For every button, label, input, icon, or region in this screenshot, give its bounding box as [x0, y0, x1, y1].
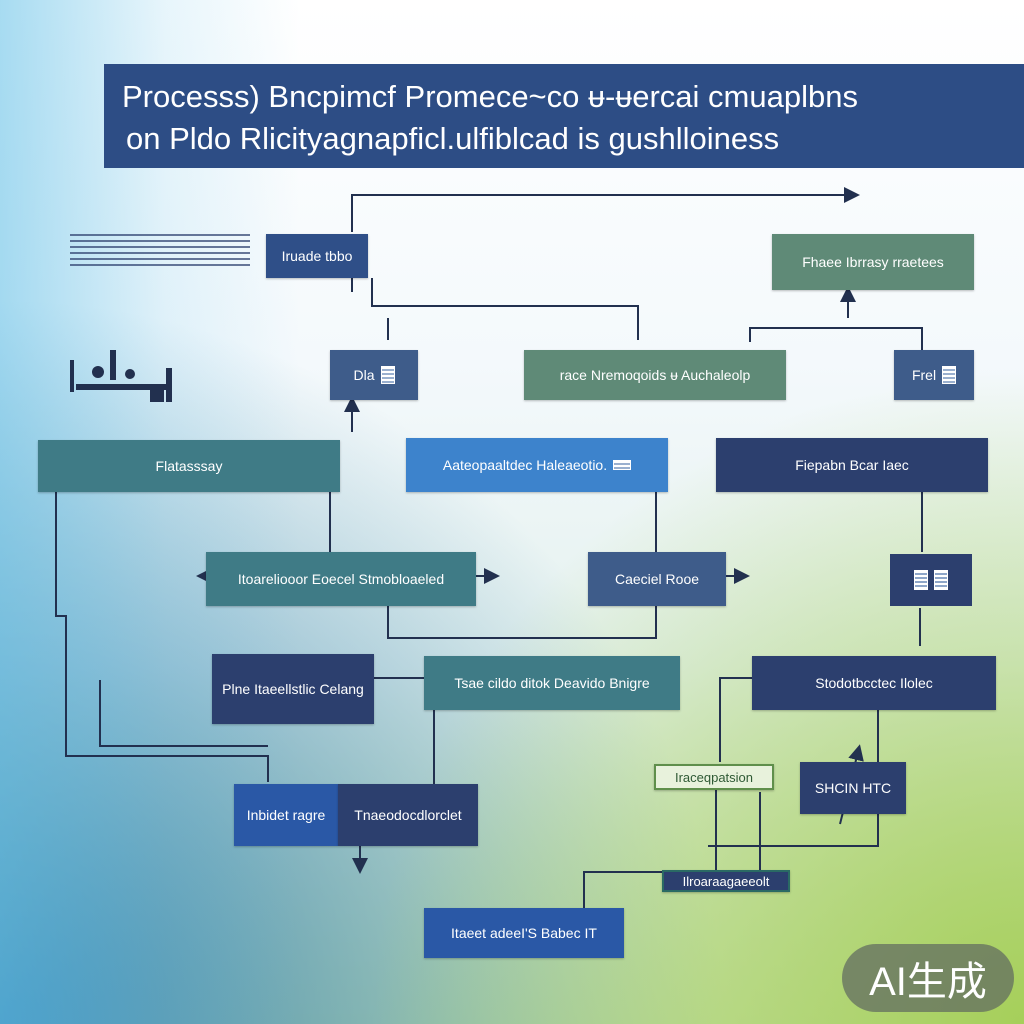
node-n1: Iruade tbbo	[266, 234, 368, 278]
node-n16: Inbidet ragre	[234, 784, 338, 846]
node-n17-label: Tnaeodocdlorclet	[354, 807, 462, 823]
connector-left-rail-2	[99, 680, 268, 747]
ai-generated-badge: AI生成	[842, 944, 1014, 1012]
node-n14-label: Iraceqpatsion	[674, 769, 754, 785]
node-n12: Tsae cildo ditok Deavido Bnigre	[424, 656, 680, 710]
document-icon	[380, 366, 395, 384]
node-n11: Plne Itaeellstlic Celang	[212, 654, 374, 724]
node-n3: Dla	[330, 350, 418, 400]
node-n2-label: Fhaee Ibrrasy rraetees	[802, 254, 944, 270]
node-n12-label: Tsae cildo ditok Deavido Bnigre	[454, 675, 650, 691]
documents-icon	[890, 554, 972, 606]
node-n9-label: Itoareliooor Eoecel Stmobloaeled	[237, 571, 445, 587]
node-n10: Caeciel Rooe	[588, 552, 726, 606]
node-n13-label: Stodotbcctec Ilolec	[815, 675, 933, 691]
node-n7-label: Aateopaaltdec Haleaeotio.	[442, 457, 608, 473]
node-n5: Frel	[894, 350, 974, 400]
node-n19: Itaeet adeeI'S Babec IT	[424, 908, 624, 958]
connector-left-rail	[55, 492, 269, 782]
node-n15: SHCIN HTC	[800, 762, 906, 814]
node-n4-label: race Nremoqoids ᵾ Auchaleolp	[559, 367, 751, 383]
connector-n13-left	[719, 677, 752, 762]
diagram-title-line-1: Processs) Bncpimcf Promece~co ᵾ-ᵾercai c…	[122, 79, 858, 114]
node-n10-label: Caeciel Rooe	[614, 571, 700, 587]
node-n8: Fiepabn Bcar Iaec	[716, 438, 988, 492]
node-n18: Ilroaraagaeeolt	[662, 870, 790, 892]
node-n2: Fhaee Ibrrasy rraetees	[772, 234, 974, 290]
node-n14: Iraceqpatsion	[654, 764, 774, 790]
node-n4: race Nremoqoids ᵾ Auchaleolp	[524, 350, 786, 400]
node-n6: Flatasssay	[38, 440, 340, 492]
node-n16-label: Inbidet ragre	[246, 807, 326, 823]
diagram-title-line-2: on Pldo Rlicityagnapficl.ulfiblcad is gu…	[126, 121, 780, 156]
connector-n18-down	[583, 790, 717, 908]
document-icon	[613, 460, 632, 470]
node-n18-label: Ilroaraagaeeolt	[682, 873, 770, 889]
connector-n13-right	[708, 710, 879, 847]
document-icon	[942, 366, 957, 384]
node-n3-label: Dla	[353, 367, 375, 383]
node-n7: Aateopaaltdec Haleaeotio.	[406, 438, 668, 492]
connector-top-loop	[351, 187, 860, 232]
node-n9: Itoareliooor Eoecel Stmobloaeled	[206, 552, 476, 606]
node-n17: Tnaeodocdlorclet	[338, 784, 478, 846]
title-banner: Processs) Bncpimcf Promece~co ᵾ-ᵾercai c…	[104, 64, 1024, 168]
device-icon	[70, 350, 172, 402]
background-haze	[0, 0, 300, 1024]
node-n8-label: Fiepabn Bcar Iaec	[795, 457, 909, 473]
node-n5-label: Frel	[911, 367, 937, 383]
node-n13: Stodotbcctec Ilolec	[752, 656, 996, 710]
legend-text-block	[70, 234, 250, 270]
ai-generated-label: AI生成	[869, 960, 987, 1004]
node-n11-label: Plne Itaeellstlic Celang	[222, 681, 364, 697]
connector-n2-branch	[749, 327, 923, 350]
connector-n1-n3	[371, 278, 639, 340]
node-n19-label: Itaeet adeeI'S Babec IT	[451, 925, 597, 941]
node-n1-label: Iruade tbbo	[281, 248, 353, 264]
node-n15-label: SHCIN HTC	[814, 780, 892, 796]
node-n6-label: Flatasssay	[155, 458, 223, 474]
